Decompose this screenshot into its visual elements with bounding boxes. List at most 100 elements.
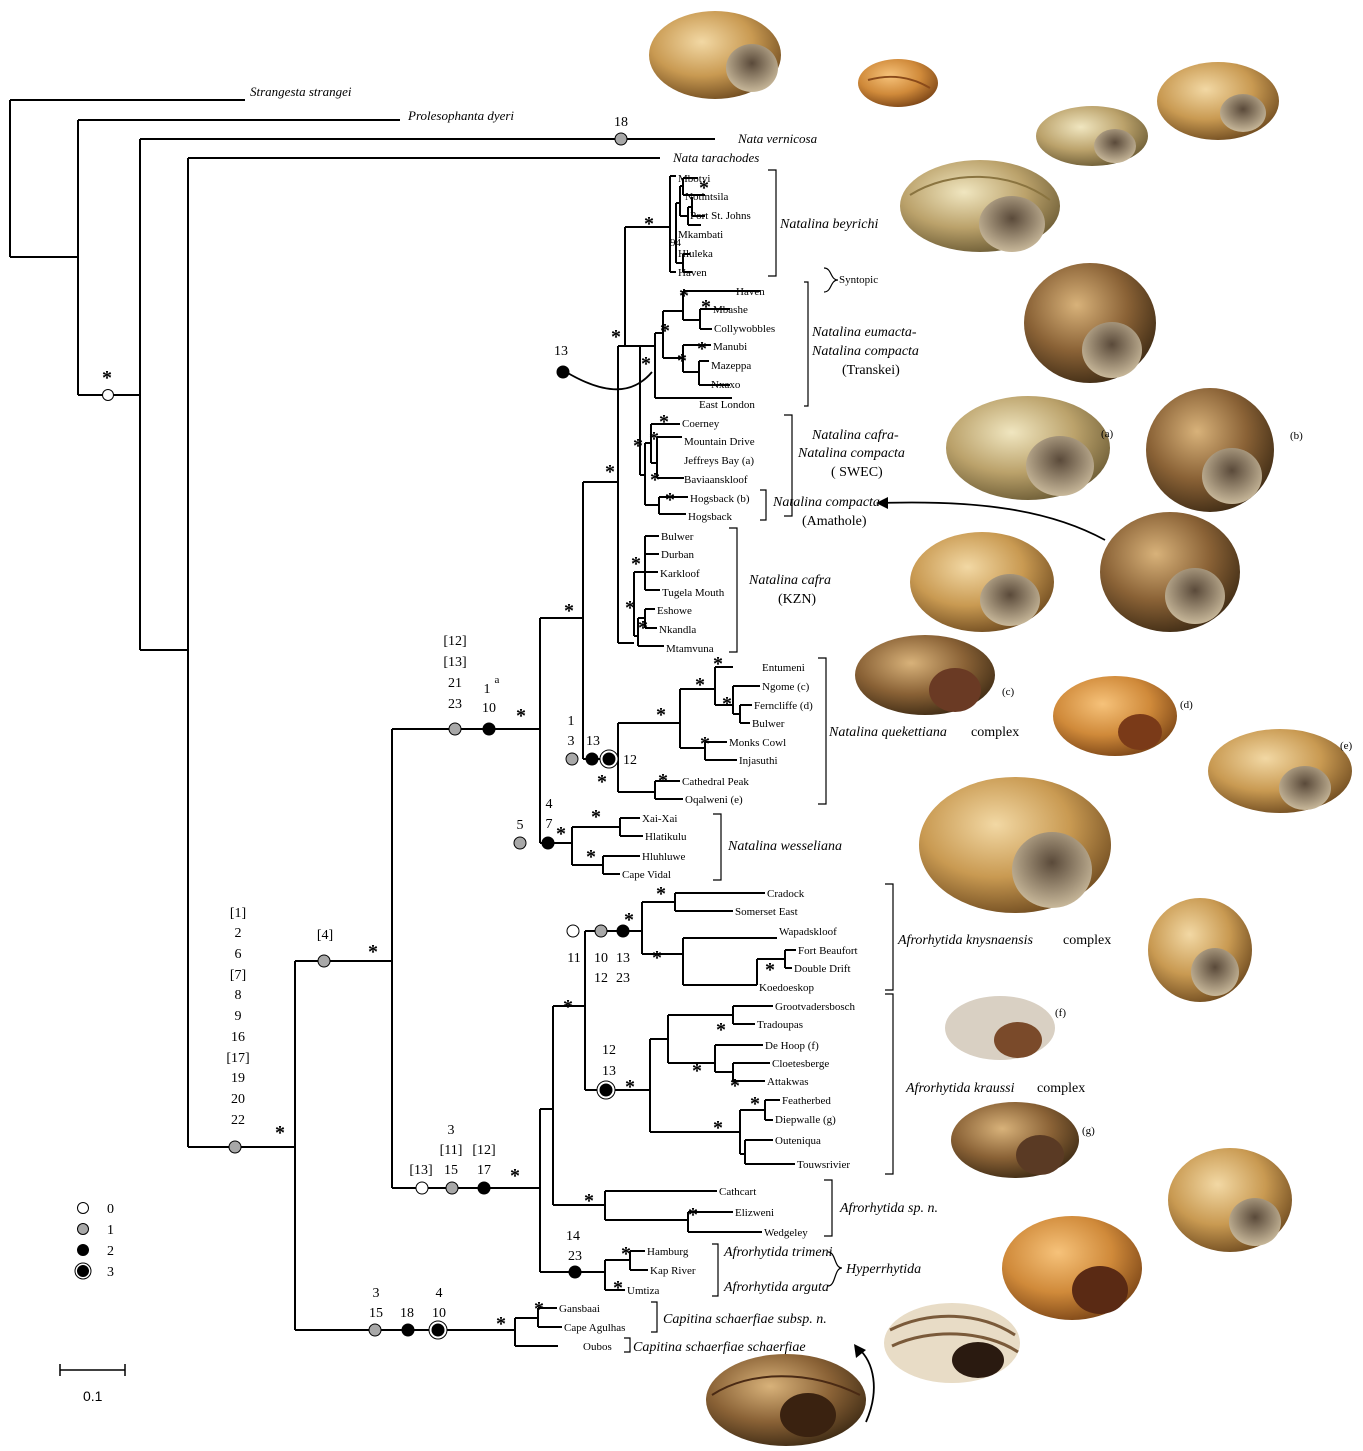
clade-eumacta-line2: Natalina compacta — [811, 344, 919, 359]
clade-quekettiana: Natalina quekettiana — [828, 725, 947, 740]
support-stars: * * * * * * * * * * * * * * * * * * * * … — [102, 177, 775, 1335]
star: * — [722, 693, 732, 715]
taxon-label: Cape Agulhas — [564, 1322, 625, 1334]
shell-photo — [649, 11, 781, 99]
shell-photo — [1024, 263, 1156, 383]
shell-label-f: (f) — [1055, 1007, 1066, 1019]
legend-swatch-1 — [78, 1224, 89, 1235]
shell-photo — [1002, 1216, 1142, 1320]
star: * — [564, 600, 574, 622]
taxon-label: Somerset East — [735, 906, 798, 918]
star: * — [656, 883, 666, 905]
star: * — [631, 553, 641, 575]
taxon-label: Coerney — [682, 418, 720, 430]
taxon-label: Fort Beaufort — [798, 945, 858, 957]
clade-beyrichi: Natalina beyrichi — [779, 217, 878, 232]
clade-hyperrhytida: Hyperrhytida — [845, 1262, 921, 1277]
taxon-label: Jeffreys Bay (a) — [684, 455, 754, 467]
star: * — [638, 617, 648, 639]
char-label: 23 — [568, 1249, 582, 1264]
taxon-label: Haven — [678, 267, 707, 279]
clade-knysnaensis-suffix: complex — [1063, 933, 1111, 948]
star: * — [496, 1313, 506, 1335]
legend-swatch-3 — [78, 1266, 89, 1277]
star: * — [586, 846, 596, 868]
star: * — [556, 823, 566, 845]
char-label: 3 — [448, 1123, 455, 1138]
star: * — [641, 353, 651, 375]
taxon-label: Cradock — [767, 888, 805, 900]
taxon-label: Umtiza — [627, 1285, 659, 1297]
star: * — [624, 909, 634, 931]
star: * — [102, 367, 112, 389]
star: * — [275, 1122, 285, 1144]
taxon-label: Xai-Xai — [642, 813, 677, 825]
clade-cafra-kzn-line1: Natalina cafra — [748, 573, 831, 588]
shell-photo — [855, 635, 995, 715]
taxon-label: Kap River — [650, 1265, 696, 1277]
taxon-label: Cloetesberge — [772, 1058, 829, 1070]
taxon-nata-vernicosa: Nata vernicosa — [737, 131, 818, 146]
taxon-label: Outeniqua — [775, 1135, 821, 1147]
taxon-label: Diepwalle (g) — [775, 1114, 836, 1126]
star: * — [688, 1204, 698, 1226]
char-label: [7] — [230, 968, 246, 983]
legend-label: 2 — [107, 1244, 114, 1259]
star: * — [700, 733, 710, 755]
char-label: 15 — [444, 1163, 458, 1178]
char-label: 18 — [614, 115, 628, 130]
taxon-label: Bulwer — [752, 718, 785, 730]
char-label: 17 — [477, 1163, 491, 1178]
taxon-label: East London — [699, 399, 755, 411]
star: * — [652, 947, 662, 969]
shell-photo — [1146, 388, 1274, 512]
star: * — [510, 1165, 520, 1187]
shell-photo — [1053, 676, 1177, 756]
taxon-label: Hluleka — [678, 248, 713, 260]
star: * — [750, 1093, 760, 1115]
star: * — [658, 770, 668, 792]
taxon-label: Monks Cowl — [729, 737, 786, 749]
char-label: 8 — [235, 988, 242, 1003]
shell-photo — [945, 996, 1055, 1060]
char-label: [11] — [440, 1143, 463, 1158]
star: * — [649, 428, 659, 450]
char-label: 6 — [235, 947, 242, 962]
shell-photo — [951, 1102, 1079, 1178]
clade-kraussi: Afrorhytida kraussi — [905, 1081, 1015, 1096]
star: * — [563, 996, 573, 1018]
star: * — [613, 1277, 623, 1299]
taxon-label: Durban — [661, 549, 694, 561]
taxon-strangesta: Strangesta strangei — [250, 84, 352, 99]
char-label: 15 — [369, 1306, 383, 1321]
clade-eumacta-line1: Natalina eumacta- — [811, 325, 917, 340]
char-label: 23 — [616, 971, 630, 986]
char-label: 22 — [231, 1113, 245, 1128]
taxon-label: Entumeni — [762, 662, 805, 674]
char-label: 14 — [566, 1229, 580, 1244]
taxon-label: Nxaxo — [711, 379, 741, 391]
star: * — [697, 338, 707, 360]
shell-photo — [1208, 729, 1352, 813]
star: * — [716, 1019, 726, 1041]
taxon-label: Cape Vidal — [622, 869, 671, 881]
char-label: 2 — [235, 926, 242, 941]
char-label: 13 — [616, 951, 630, 966]
state-markers — [103, 133, 630, 1339]
shell-photo — [1157, 62, 1279, 140]
shell-label-g: (g) — [1082, 1125, 1095, 1137]
clade-compacta-line2: (Amathole) — [802, 514, 867, 529]
star: * — [730, 1075, 740, 1097]
taxon-label: Hlatikulu — [645, 831, 687, 843]
taxon-label: Nkandla — [659, 624, 696, 636]
clade-sp-n: Afrorhytida sp. n. — [839, 1201, 938, 1216]
taxon-label: Bulwer — [661, 531, 694, 543]
char-label: 18 — [400, 1306, 414, 1321]
shell-photo — [1148, 898, 1252, 1002]
taxon-label: Ngome (c) — [762, 681, 810, 693]
char-label: 13 — [586, 734, 600, 749]
star: * — [644, 213, 654, 235]
taxon-label: Baviaanskloof — [684, 474, 748, 486]
char-label: [12] — [443, 634, 466, 649]
